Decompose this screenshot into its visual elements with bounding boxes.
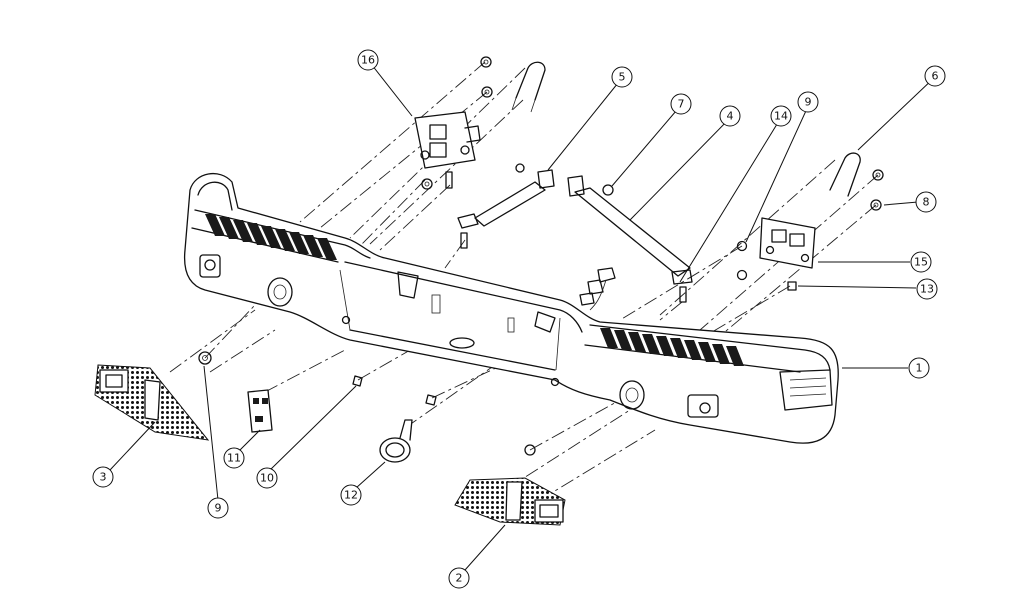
callout-9-lower: 9 [207,497,229,519]
svg-text:11: 11 [227,452,241,465]
callout-15: 15 [910,251,932,273]
right-step-pad [454,477,566,526]
callout-14: 14 [770,105,792,127]
callout-2: 2 [448,567,470,589]
callout-13: 13 [916,278,938,300]
brace-left [457,169,555,229]
callout-11: 11 [223,447,245,469]
callout-4: 4 [719,105,741,127]
svg-text:4: 4 [727,110,734,123]
svg-text:9: 9 [805,96,812,109]
callout-5: 5 [611,66,633,88]
svg-text:12: 12 [344,489,358,502]
callout-10: 10 [256,467,278,489]
svg-text:5: 5 [619,71,626,84]
bracket-11 [247,389,273,433]
callout-7: 7 [670,93,692,115]
u-bolt-left [511,61,546,113]
svg-text:7: 7 [678,98,685,111]
left-step-pad [94,364,210,441]
u-bolt-right [829,152,861,197]
svg-text:16: 16 [361,54,375,67]
callout-6: 6 [924,65,946,87]
callout-8: 8 [915,191,937,213]
svg-text:1: 1 [916,362,923,375]
svg-text:9: 9 [215,502,222,515]
callout-12: 12 [340,484,362,506]
brace-right [567,175,693,285]
svg-text:8: 8 [923,196,930,209]
fasteners [198,56,884,456]
svg-text:10: 10 [260,472,274,485]
svg-text:15: 15 [914,256,928,269]
callout-3: 3 [92,466,114,488]
callout-16: 16 [357,49,379,71]
svg-text:6: 6 [932,70,939,83]
svg-text:14: 14 [774,110,788,123]
rear-bumper [183,172,839,444]
left-hitch-bracket [414,111,481,169]
callout-9-upper: 9 [797,91,819,113]
svg-text:3: 3 [100,471,107,484]
plug-12 [379,419,413,463]
assembly-centerlines [169,61,879,501]
right-hitch-bracket [759,217,816,269]
svg-text:2: 2 [456,572,463,585]
callout-1: 1 [908,357,930,379]
callout-leaders [109,59,937,571]
svg-text:13: 13 [920,283,934,296]
